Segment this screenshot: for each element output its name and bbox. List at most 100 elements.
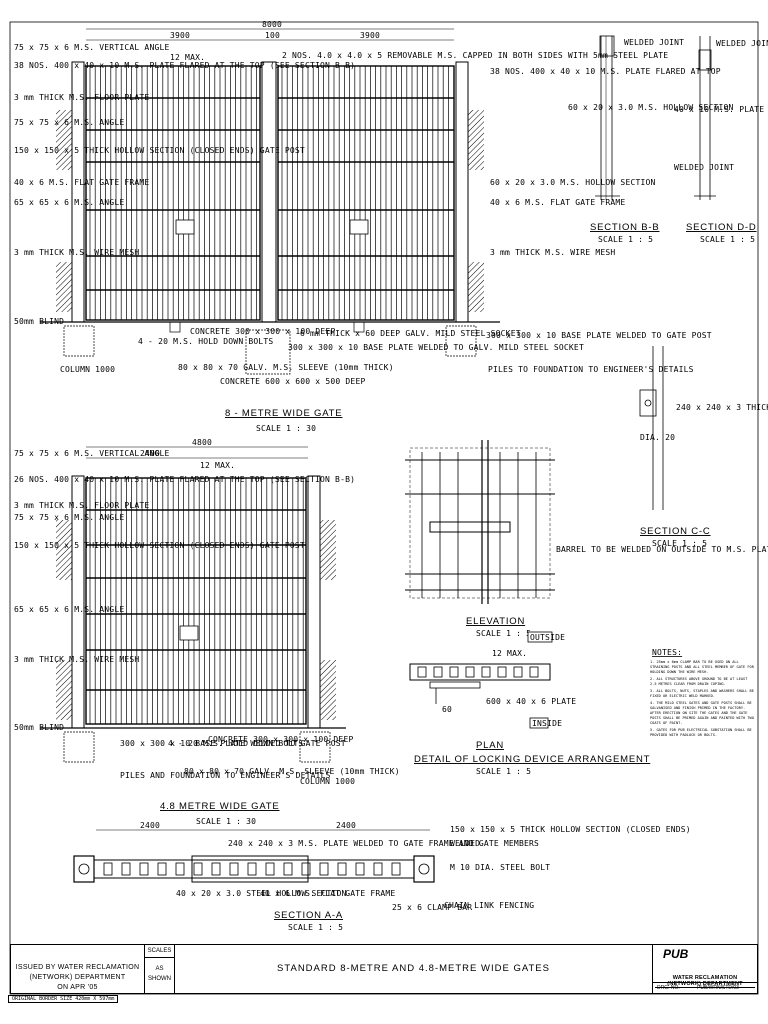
g48-callout-4: 150 x 150 x 5 THICK HOLLOW SECTION (CLOS… [14, 541, 305, 550]
g8-overall-dim: 8000 [262, 20, 282, 29]
aa-slot [103, 862, 113, 876]
g8-title: 8 - METRE WIDE GATE [225, 408, 342, 419]
plan-slot [417, 666, 427, 678]
aa-left-dim: 2400 [140, 821, 160, 830]
dd-callout-2: WELDED JOINT [674, 163, 734, 172]
gate48-view: 4800 2400 12 MAX. 75 x 75 x 6 M.S. VERTI… [14, 438, 400, 826]
g48-half-dim: 2400 [140, 449, 160, 458]
g48-callout-11: 80 x 80 x 70 GALV. M.S. SLEEVE (10mm THI… [184, 767, 400, 776]
aa-slot [211, 862, 221, 876]
g8-callout-23: COLUMN 1000 [60, 365, 115, 374]
plan-callout-2: 60 [442, 705, 452, 714]
g48-title: 4.8 METRE WIDE GATE [160, 801, 280, 812]
g8-right-dim: 3900 [360, 31, 380, 40]
aa-slot [193, 862, 203, 876]
g48-callout-0: 75 x 75 x 6 M.S. VERTICAL ANGLE [14, 449, 170, 458]
section-aa-view: 2400 2400 150 x 150 x 5 THICK HOLLOW SEC… [73, 821, 691, 932]
g8-callout-6: 65 x 65 x 6 M.S. ANGLE [14, 198, 124, 207]
aa-callout-2: M 10 DIA. STEEL BOLT [450, 863, 550, 872]
g8-callout-2: 3 mm THICK M.S. FLOOR PLATE [14, 93, 149, 102]
note-4: 4. THE MILD STEEL GATES AND GATE POSTS S… [650, 701, 754, 725]
elevation-title: ELEVATION [466, 616, 525, 627]
g8-callout-14: 3 mm THICK M.S. WIRE MESH [490, 248, 615, 257]
pub-logo-text: PUB [663, 947, 689, 961]
aa-slot [157, 862, 167, 876]
g8-callout-17: CONCRETE 300 x 300 x 100 DEEP [190, 327, 335, 336]
aa-slot [139, 862, 149, 876]
aa-slot [373, 862, 383, 876]
section-dd-title: SECTION D-D [686, 222, 757, 233]
note-1: 1. 25mm x 6mm CLAMP BAR TO BE USED ON AL… [650, 660, 754, 674]
aa-slot [301, 862, 311, 876]
aa-slot [355, 862, 365, 876]
scales-value-2: SHOWN [148, 976, 171, 982]
aa-slot [265, 862, 275, 876]
scales-value-1: AS [155, 966, 164, 972]
aa-slot [337, 862, 347, 876]
g48-callout-9: 4 - 20 M.S. HOLD DOWN BOLTS [168, 739, 303, 748]
drg-number: PUB/WRN/STD/03 [697, 985, 739, 991]
org-department: WATER RECLAMATION (NETWORK) DEPARTMENT [655, 975, 755, 988]
plan-callout-1: 600 x 40 x 6 PLATE [486, 697, 576, 706]
issued-by-text: ISSUED BY WATER RECLAMATION (NETWORK) DE… [15, 964, 140, 981]
cc-callout-1: DIA. 20 [640, 433, 675, 442]
g48-callout-12: PILES AND FOUNDATION TO ENGINEER'S DETAI… [120, 771, 331, 780]
aa-callout-3: 25 x 6 CLAMP BAR [392, 903, 472, 912]
g48-callout-7: 50mm BLIND [14, 723, 64, 732]
elevation-scale: SCALE 1 : 5 [476, 629, 531, 638]
inside-label: INSIDE [532, 719, 562, 728]
aa-slot [319, 862, 329, 876]
note-2: 2. ALL STRUCTURES ABOVE GROUND TO BE AT … [650, 677, 748, 686]
sheet-border [9, 21, 759, 995]
dd-callout-0: WELDED JOINT [716, 39, 768, 48]
g8-callout-18: 80 x 80 x 70 GALV. M.S. SLEEVE (10mm THI… [178, 363, 394, 372]
g8-callout-19: 6 mm THICK x 60 DEEP GALV. MILD STEEL SO… [300, 329, 521, 338]
section-aa-scale: SCALE 1 : 5 [288, 923, 343, 932]
drg-label: DRG. NO. [657, 985, 680, 991]
g48-overall-dim: 4800 [192, 438, 212, 447]
g8-callout-13: 40 x 6 M.S. FLAT GATE FRAME [490, 198, 625, 207]
plan-subtitle: DETAIL OF LOCKING DEVICE ARRANGEMENT [414, 754, 650, 765]
aa-slot [247, 862, 257, 876]
section-dd-view: WELDED JOINT 40 x 10 M.S. PLATE FLARED A… [674, 36, 768, 244]
g8-callout-12: 60 x 20 x 3.0 M.S. HOLLOW SECTION [490, 178, 656, 187]
g8-callout-4: 150 x 150 x 5 THICK HOLLOW SECTION (CLOS… [14, 146, 305, 155]
notes-head: NOTES: [652, 648, 682, 657]
g48-max-dim: 12 MAX. [200, 461, 235, 470]
aa-callout-6: 40 x 6 M.S. FLAT GATE FRAME [260, 889, 395, 898]
plan-scale: SCALE 1 : 5 [476, 767, 531, 776]
g48-scale: SCALE 1 : 30 [196, 817, 256, 826]
g48-callout-6: 3 mm THICK M.S. WIRE MESH [14, 655, 139, 664]
g8-callout-1: 38 NOS. 400 x 40 x 10 M.S. PLATE FLARED … [14, 61, 355, 70]
drawing-title: STANDARD 8-METRE AND 4.8-METRE WIDE GATE… [175, 945, 653, 993]
section-cc-title: SECTION C-C [640, 526, 711, 537]
g48-callout-3: 75 x 75 x 6 M.S. ANGLE [14, 513, 124, 522]
plan-callout-0: 12 MAX. [492, 649, 527, 658]
g8-callout-5: 40 x 6 M.S. FLAT GATE FRAME [14, 178, 149, 187]
aa-slot [283, 862, 293, 876]
aa-callout-5: 40 x 20 x 3.0 STEEL HOLLOW SECTION [176, 889, 347, 898]
g8-scale: SCALE 1 : 30 [256, 424, 316, 433]
aa-callout-1: WELDED [450, 839, 480, 848]
issued-by-cell: ISSUED BY WATER RECLAMATION (NETWORK) DE… [11, 945, 145, 993]
drawing-number-row: DRG. NO. PUB/WRN/STD/03 [653, 982, 757, 994]
pub-logo-icon: PUB [663, 947, 688, 961]
g48-callout-13: COLUMN 1000 [300, 777, 355, 786]
plan-slot [529, 666, 539, 678]
cc-callout-0: 240 x 240 x 3 THICK M.S. PLATE WELDED TO… [676, 403, 768, 412]
g8-callout-3: 75 x 75 x 6 M.S. ANGLE [14, 118, 124, 127]
gate8-view: 8000 3900 100 3900 [14, 20, 721, 433]
issued-date-text: ON APR '05 [57, 984, 98, 991]
plan-slot [465, 666, 475, 678]
plan-slot [513, 666, 523, 678]
g48-callout-8: 300 x 300 x 10 BASE PLATE WELDED TO GATE… [120, 739, 346, 748]
plan-slot [449, 666, 459, 678]
aa-callout-7: 240 x 240 x 3 M.S. PLATE WELDED TO GATE … [228, 839, 539, 848]
section-cc-view: 240 x 240 x 3 THICK M.S. PLATE WELDED TO… [639, 346, 768, 548]
bb-callout-1: 60 x 20 x 3.0 M.S. HOLLOW SECTION [568, 103, 734, 112]
scales-head: SCALES [145, 945, 174, 958]
section-bb-scale: SCALE 1 : 5 [598, 235, 653, 244]
org-cell: PUB WATER RECLAMATION (NETWORK) DEPARTME… [653, 945, 757, 993]
section-bb-title: SECTION B-B [590, 222, 660, 233]
